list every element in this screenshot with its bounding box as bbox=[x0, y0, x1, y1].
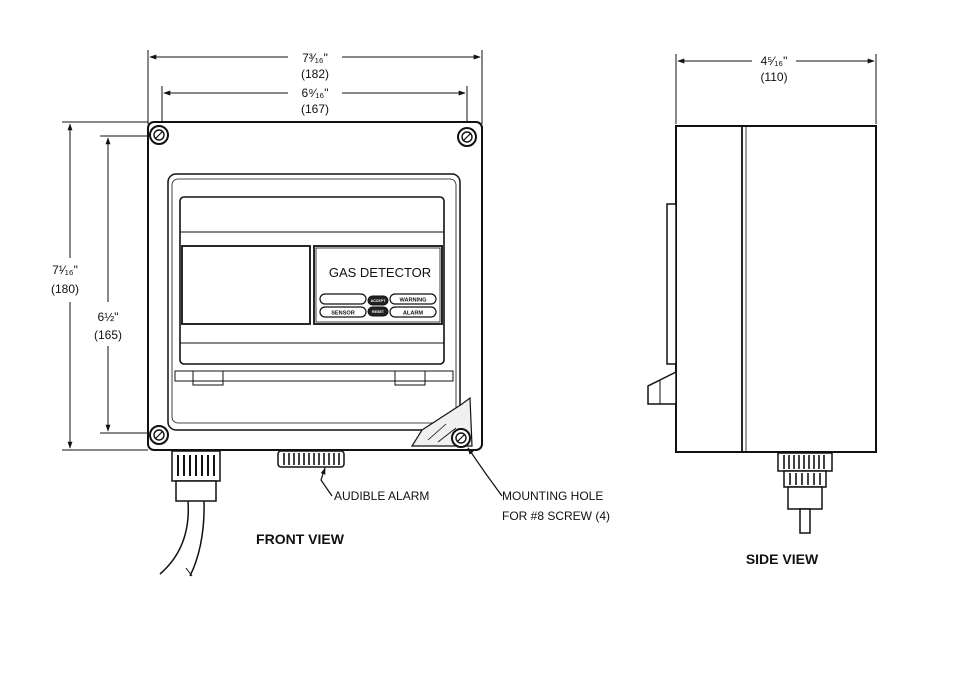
front-inner-height-inches: 6½" bbox=[98, 310, 119, 324]
front-width-inches: 7³⁄₁₆" bbox=[302, 51, 328, 65]
front-width-dimension: 7³⁄₁₆" (182) bbox=[147, 50, 483, 124]
alarm-button-label: ALARM bbox=[403, 311, 424, 317]
front-height-mm: (180) bbox=[51, 282, 79, 296]
sensor-button-label: SENSOR bbox=[331, 311, 355, 317]
screw-top-right bbox=[457, 127, 477, 147]
front-inner-width-dimension: 6⁹⁄₁₆" (167) bbox=[161, 86, 468, 126]
mounting-screws bbox=[149, 125, 477, 448]
warning-button-label: WARNING bbox=[399, 298, 426, 304]
screw-top-left bbox=[149, 125, 169, 145]
reset-button[interactable] bbox=[367, 306, 389, 317]
sensor-button[interactable] bbox=[319, 306, 367, 318]
mounting-hole-label-2: FOR #8 SCREW (4) bbox=[502, 509, 610, 523]
front-inner-height-mm: (165) bbox=[94, 328, 122, 342]
accept-button-label: ACCEPT bbox=[371, 299, 387, 303]
audible-alarm-horn bbox=[277, 450, 345, 468]
front-width-mm: (182) bbox=[301, 67, 329, 81]
side-depth-mm: (110) bbox=[760, 70, 787, 84]
audible-alarm-callout: AUDIBLE ALARM bbox=[320, 467, 429, 503]
cable bbox=[159, 500, 205, 577]
front-view-label: FRONT VIEW bbox=[256, 531, 345, 547]
control-panel bbox=[313, 245, 443, 325]
side-cable-gland bbox=[777, 452, 833, 534]
front-height-inches: 7¹⁄₁₆" bbox=[52, 263, 78, 277]
audible-alarm-label: AUDIBLE ALARM bbox=[334, 489, 429, 503]
cable-gland bbox=[171, 450, 221, 502]
blank-indicator-button[interactable] bbox=[319, 293, 367, 305]
mounting-hole-callout: MOUNTING HOLE FOR #8 SCREW (4) bbox=[467, 447, 610, 523]
side-depth-dimension: 4⁵⁄₁₆" (110) bbox=[675, 54, 877, 124]
screw-bottom-left bbox=[149, 425, 169, 445]
display-window bbox=[181, 245, 311, 325]
reset-button-label: RESET bbox=[372, 310, 385, 314]
mounting-hole-label-1: MOUNTING HOLE bbox=[502, 489, 603, 503]
front-inner-width-mm: (167) bbox=[301, 102, 329, 116]
side-view-label: SIDE VIEW bbox=[746, 551, 819, 567]
warning-button[interactable] bbox=[389, 293, 437, 305]
panel-title: GAS DETECTOR bbox=[329, 265, 431, 280]
side-depth-inches: 4⁵⁄₁₆" bbox=[761, 54, 788, 68]
front-inner-height-dimension: 6½" (165) bbox=[94, 135, 150, 434]
front-inner-width-inches: 6⁹⁄₁₆" bbox=[302, 86, 329, 100]
side-view-enclosure bbox=[647, 125, 877, 453]
front-height-dimension: 7¹⁄₁₆" (180) bbox=[51, 121, 148, 451]
accept-button[interactable] bbox=[367, 295, 389, 306]
detector-faceplate: GAS DETECTOR SENSOR ACCEPT RESET WARNING… bbox=[181, 245, 443, 325]
screw-bottom-right bbox=[451, 428, 471, 448]
front-view-enclosure bbox=[147, 121, 483, 451]
alarm-button[interactable] bbox=[389, 306, 437, 318]
